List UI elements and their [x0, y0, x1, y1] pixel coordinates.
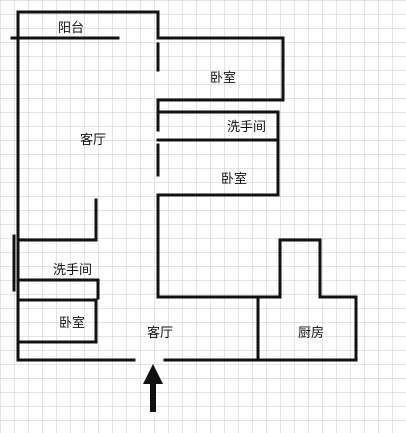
- room-label-bathroom-right: 洗手间: [227, 120, 267, 135]
- walls: [10, 10, 358, 362]
- room-label-living-room-upper: 客厅: [80, 133, 107, 148]
- room-label-balcony: 阳台: [58, 21, 85, 36]
- room-label-bedroom-middle-right: 卧室: [221, 172, 248, 187]
- room-label-bedroom-top-right: 卧室: [210, 71, 237, 86]
- room-label-bedroom-bottom-left: 卧室: [59, 316, 86, 331]
- entrance-arrow-icon: [143, 364, 163, 412]
- room-label-living-room-lower: 客厅: [147, 326, 174, 341]
- room-label-kitchen: 厨房: [298, 326, 325, 341]
- room-label-bathroom-left: 洗手间: [53, 263, 93, 278]
